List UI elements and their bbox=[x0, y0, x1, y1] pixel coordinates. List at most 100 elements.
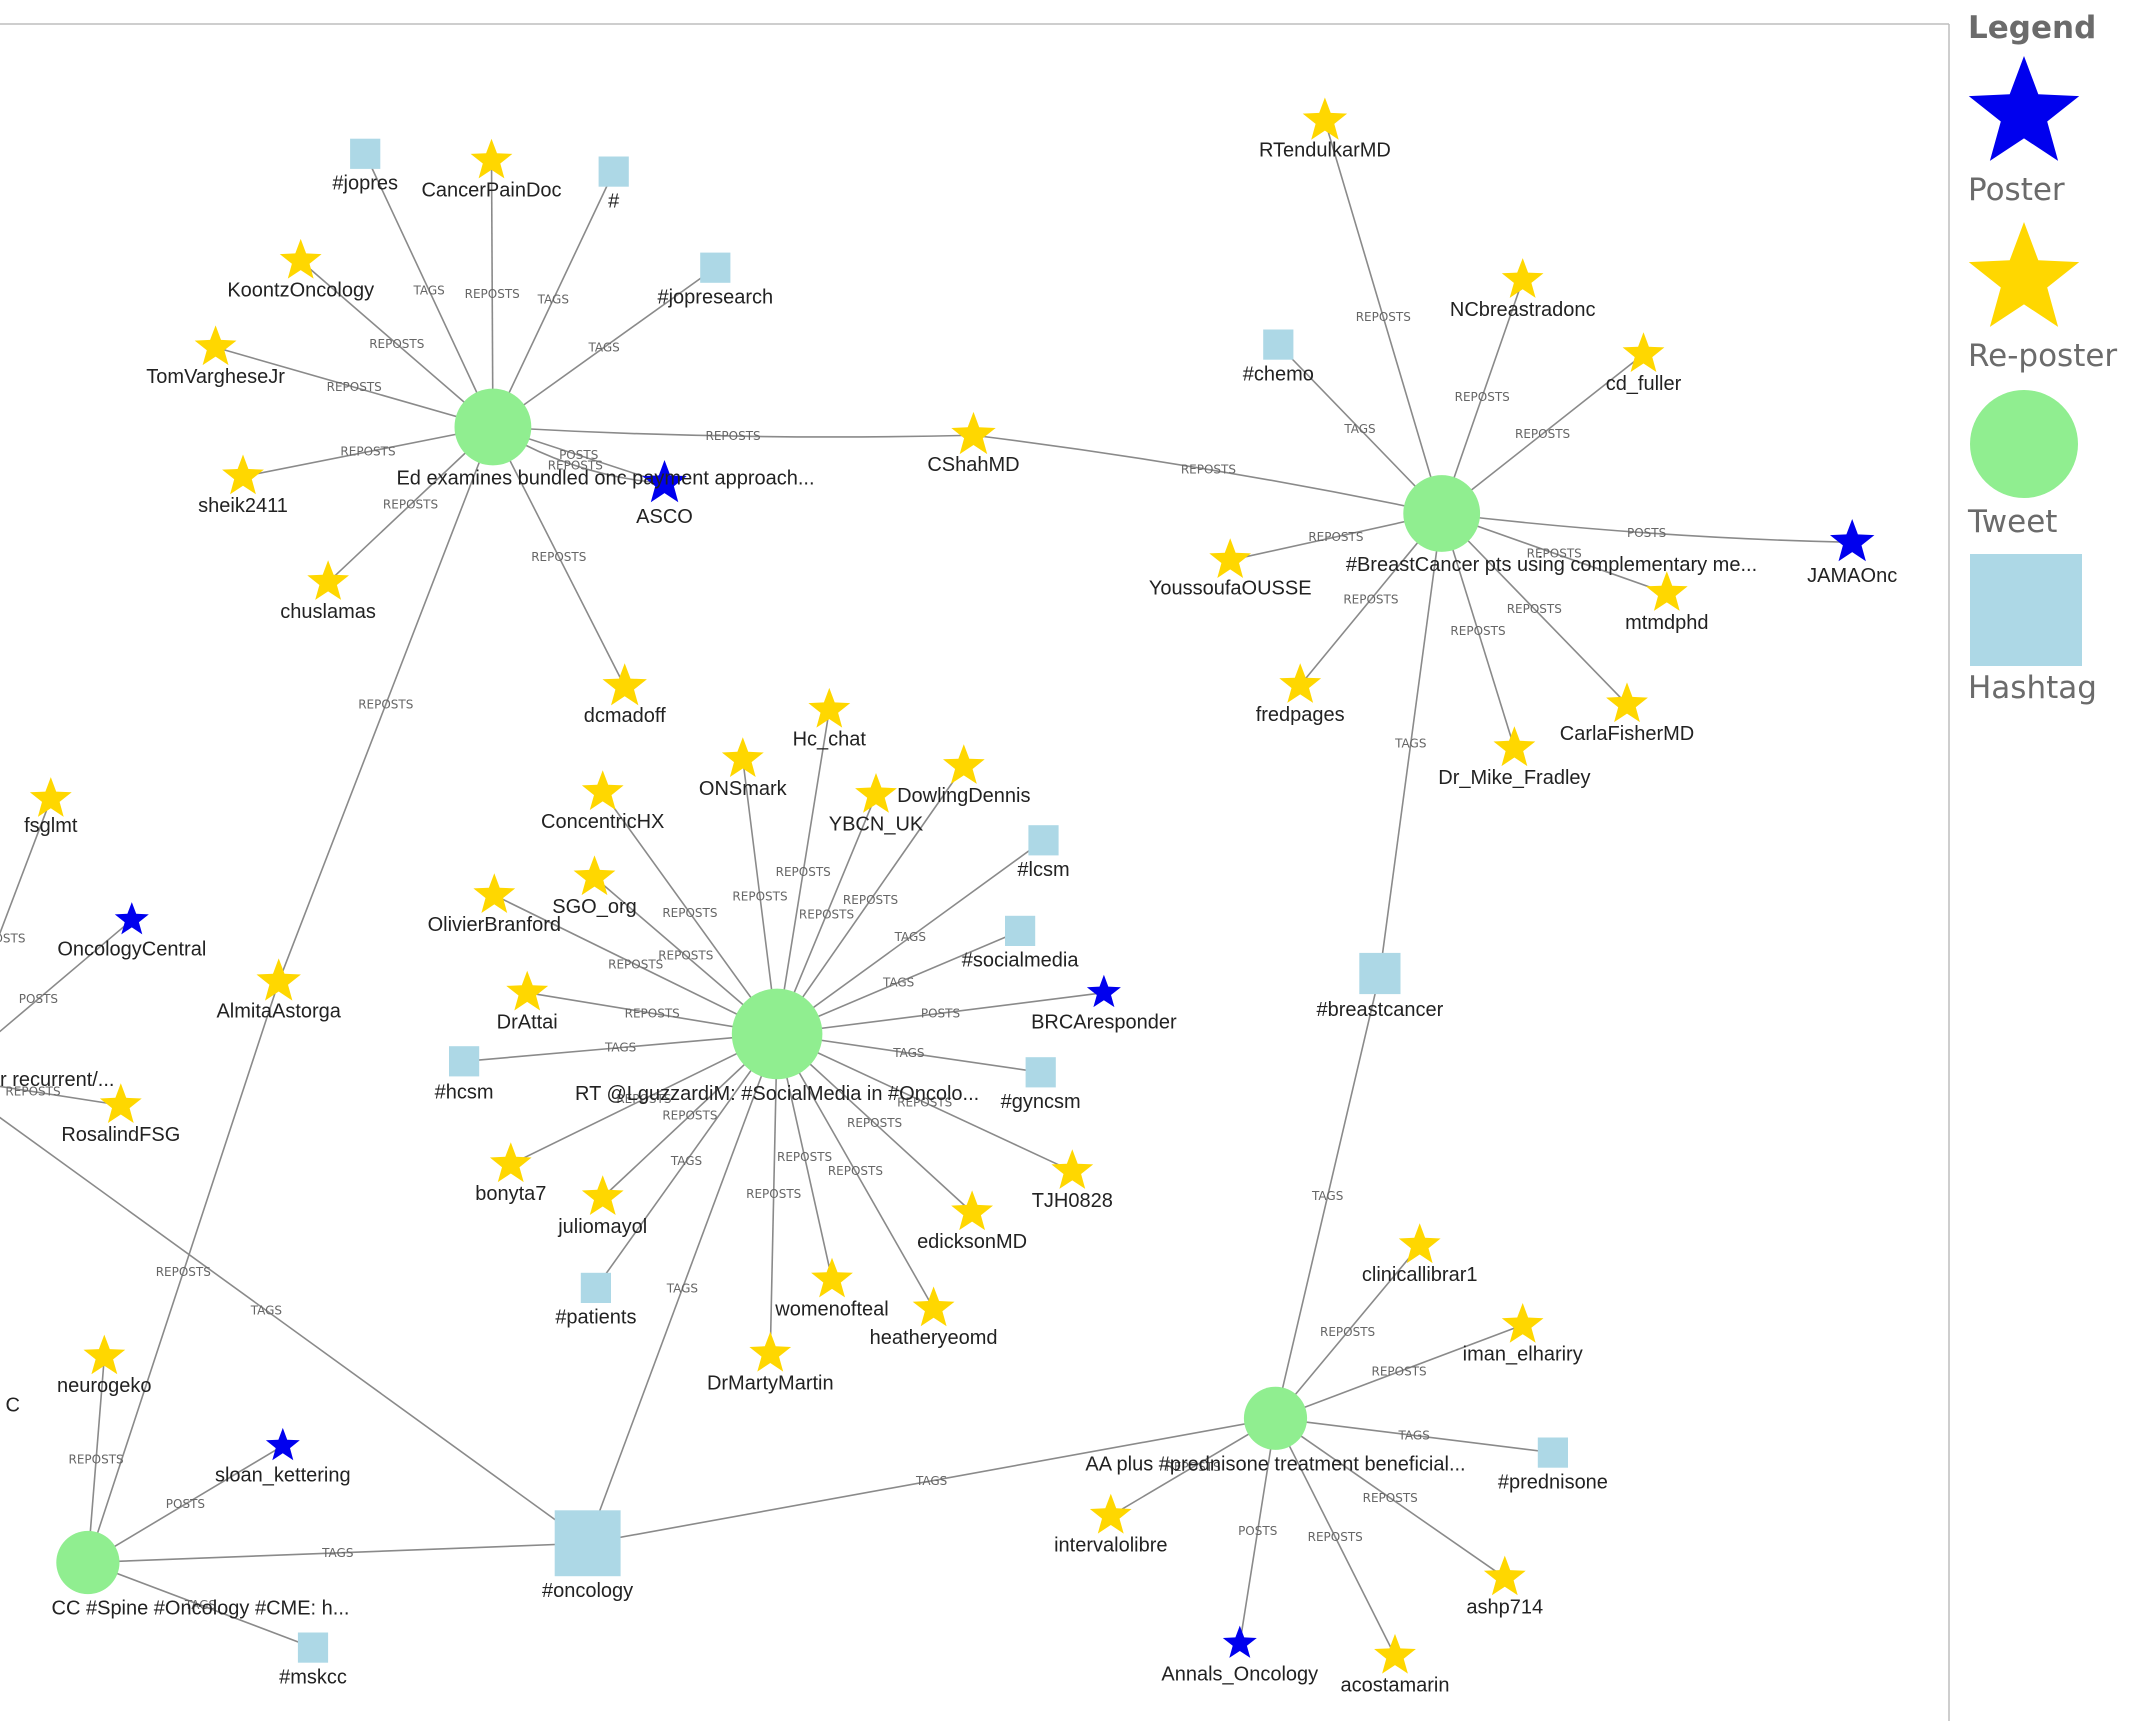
node-label-lcsm: #lcsm bbox=[1017, 859, 1069, 881]
reposter-node-fsglmt[interactable] bbox=[29, 777, 72, 817]
node-label-dcmadoff: dcmadoff bbox=[584, 705, 666, 727]
hashtag-node-patients[interactable] bbox=[580, 1272, 611, 1303]
node-label-ConcentricHX: ConcentricHX bbox=[541, 811, 664, 833]
reposter-node-womenofteal[interactable] bbox=[811, 1257, 853, 1298]
edge-reposts-CancerPainDoc-t1 bbox=[490, 160, 494, 428]
poster-node-Annals_Oncology[interactable] bbox=[1222, 1625, 1257, 1658]
edge-label-tags: TAGS bbox=[321, 1546, 353, 1560]
tweet-node-t5[interactable] bbox=[56, 1530, 120, 1595]
edge-posts-JAMAOnc-t2 bbox=[1441, 512, 1853, 544]
reposter-node-CarlaFisherMD[interactable] bbox=[1606, 682, 1648, 723]
edge-reposts-sheik2411-t1 bbox=[242, 426, 494, 478]
reposter-node-mtmdphd[interactable] bbox=[1645, 571, 1688, 611]
node-label-CShahMD: CShahMD bbox=[927, 454, 1019, 476]
reposter-node-TomVargheseJr[interactable] bbox=[194, 325, 237, 366]
hashtag-node-gyncsm[interactable] bbox=[1025, 1057, 1056, 1088]
tweet-node-t4[interactable] bbox=[1243, 1386, 1308, 1450]
edge-label-tags: TAGS bbox=[1398, 1429, 1430, 1443]
tweet-node-t2[interactable] bbox=[1403, 475, 1481, 552]
reposter-node-chuslamas[interactable] bbox=[307, 560, 349, 600]
graph-canvas[interactable]: TAGS REPOSTS TAGS TAGS REPOSTS REPOSTS REPOSTS… bbox=[0, 0, 1950, 1721]
reposter-node-cd_fuller[interactable] bbox=[1622, 332, 1665, 372]
reposter-node-CancerPainDoc[interactable] bbox=[470, 138, 513, 179]
node-label-t2: #BreastCancer pts using complementary me… bbox=[1346, 554, 1757, 576]
reposter-node-YBCN_UK[interactable] bbox=[855, 773, 897, 813]
node-label-fsglmt: fsglmt bbox=[24, 815, 78, 837]
reposter-node-heatheryeomd[interactable] bbox=[912, 1286, 955, 1327]
reposter-node-DowlingDennis[interactable] bbox=[943, 744, 985, 784]
reposter-node-RosalindFSG[interactable] bbox=[99, 1083, 142, 1123]
reposter-node-neurogeko[interactable] bbox=[83, 1334, 126, 1375]
hashtag-node-jopres[interactable] bbox=[350, 138, 381, 169]
reposter-node-dcmadoff[interactable] bbox=[602, 663, 647, 706]
legend-label-reposter: Re-poster bbox=[1968, 338, 2118, 374]
reposter-node-edicksonMD[interactable] bbox=[951, 1190, 993, 1231]
reposter-node-TJH0828[interactable] bbox=[1051, 1149, 1094, 1189]
tweet-node-t1[interactable] bbox=[454, 388, 532, 466]
reposter-node-ashp714[interactable] bbox=[1483, 1555, 1526, 1596]
reposter-node-NCbreastradonc[interactable] bbox=[1501, 258, 1544, 298]
poster-node-sloan_kettering[interactable] bbox=[265, 1427, 300, 1461]
hashtag-node-hash[interactable] bbox=[598, 156, 629, 187]
hashtag-node-socialmedia[interactable] bbox=[1005, 915, 1036, 946]
hashtag-node-chemo[interactable] bbox=[1263, 329, 1294, 360]
reposter-node-iman_elhariry[interactable] bbox=[1501, 1303, 1544, 1343]
node-label-OncologyCentral: OncologyCentral bbox=[57, 939, 206, 961]
reposter-node-Dr_Mike_Fradley[interactable] bbox=[1493, 726, 1536, 767]
edge-label-tags: TAGS bbox=[604, 1041, 636, 1055]
edge-label-reposts: REPOSTS bbox=[897, 1096, 952, 1110]
network-graph[interactable]: TAGS REPOSTS TAGS TAGS REPOSTS REPOSTS REPOSTS… bbox=[0, 0, 1950, 1721]
reposter-node-ConcentricHX[interactable] bbox=[581, 770, 624, 810]
hashtag-node-oncology[interactable] bbox=[554, 1510, 621, 1577]
node-label-breastcancer: #breastcancer bbox=[1317, 999, 1444, 1021]
reposter-node-DrAttai[interactable] bbox=[506, 970, 549, 1011]
hashtag-node-hcsm[interactable] bbox=[449, 1046, 480, 1077]
hashtag-node-prednisone[interactable] bbox=[1537, 1437, 1568, 1468]
edge-label-reposts: REPOSTS bbox=[1308, 1530, 1363, 1544]
reposter-node-SGO_org[interactable] bbox=[573, 855, 616, 896]
edge-label-reposts: REPOSTS bbox=[799, 907, 854, 921]
edge-label-tags: TAGS bbox=[892, 1046, 924, 1060]
edge-label-reposts: REPOSTS bbox=[732, 890, 787, 904]
reposter-node-AlmitaAstorga[interactable] bbox=[256, 958, 301, 1001]
edge-label-reposts: REPOSTS bbox=[69, 1453, 124, 1467]
edge-reposts-TomVargheseJr-t1 bbox=[215, 346, 494, 428]
node-label-TomVargheseJr: TomVargheseJr bbox=[146, 366, 285, 388]
edge-tags-prednisone-t4 bbox=[1275, 1417, 1553, 1454]
node-label-juliomayol: juliomayol bbox=[557, 1216, 647, 1238]
reposter-node-KoontzOncology[interactable] bbox=[279, 238, 322, 279]
reposter-node-ONSmark[interactable] bbox=[721, 737, 764, 777]
hashtag-node-jopresearch[interactable] bbox=[700, 252, 731, 283]
legend-label-tweet: Tweet bbox=[1968, 504, 2058, 540]
reposter-node-OlivierBranford[interactable] bbox=[473, 873, 516, 913]
edge-label-reposts: REPOSTS bbox=[1308, 530, 1363, 544]
hashtag-node-breastcancer[interactable] bbox=[1359, 952, 1401, 995]
poster-node-JAMAOnc[interactable] bbox=[1830, 519, 1875, 562]
edge-label-reposts: REPOSTS bbox=[1166, 1460, 1221, 1474]
reposter-node-acostamarin[interactable] bbox=[1374, 1633, 1416, 1674]
reposter-node-bonyta7[interactable] bbox=[489, 1142, 532, 1183]
edge-tags-oncology-t6 bbox=[0, 1116, 589, 1544]
edge-label-tags: TAGS bbox=[915, 1474, 947, 1488]
hashtag-node-lcsm[interactable] bbox=[1028, 825, 1059, 856]
reposter-node-juliomayol[interactable] bbox=[581, 1175, 624, 1215]
reposter-node-fredpages[interactable] bbox=[1279, 663, 1322, 703]
edge-label-tags: TAGS bbox=[587, 340, 619, 354]
hashtag-node-mskcc[interactable] bbox=[297, 1632, 329, 1663]
tweet-node-t3[interactable] bbox=[731, 988, 823, 1080]
poster-node-OncologyCentral[interactable] bbox=[114, 902, 149, 935]
edge-label-posts: POSTS bbox=[921, 1006, 960, 1020]
reposter-node-CShahMD[interactable] bbox=[951, 411, 996, 455]
node-label-gyncsm: #gyncsm bbox=[1001, 1091, 1081, 1113]
legend-label-poster: Poster bbox=[1968, 172, 2065, 208]
poster-node-BRCAresponder[interactable] bbox=[1086, 974, 1121, 1008]
poster-node-ASCO[interactable] bbox=[642, 460, 687, 503]
node-label-RTendulkarMD: RTendulkarMD bbox=[1259, 140, 1391, 162]
reposter-node-clinicallibrar1[interactable] bbox=[1398, 1223, 1441, 1264]
reposter-node-YoussoufaOUSSE[interactable] bbox=[1209, 538, 1252, 578]
reposter-node-intervalolibre[interactable] bbox=[1089, 1493, 1132, 1534]
reposter-node-DrMartyMartin[interactable] bbox=[749, 1331, 792, 1372]
reposter-node-RTendulkarMD[interactable] bbox=[1302, 97, 1348, 140]
reposter-node-sheik2411[interactable] bbox=[222, 454, 264, 495]
reposter-node-Hc_chat[interactable] bbox=[808, 687, 851, 728]
